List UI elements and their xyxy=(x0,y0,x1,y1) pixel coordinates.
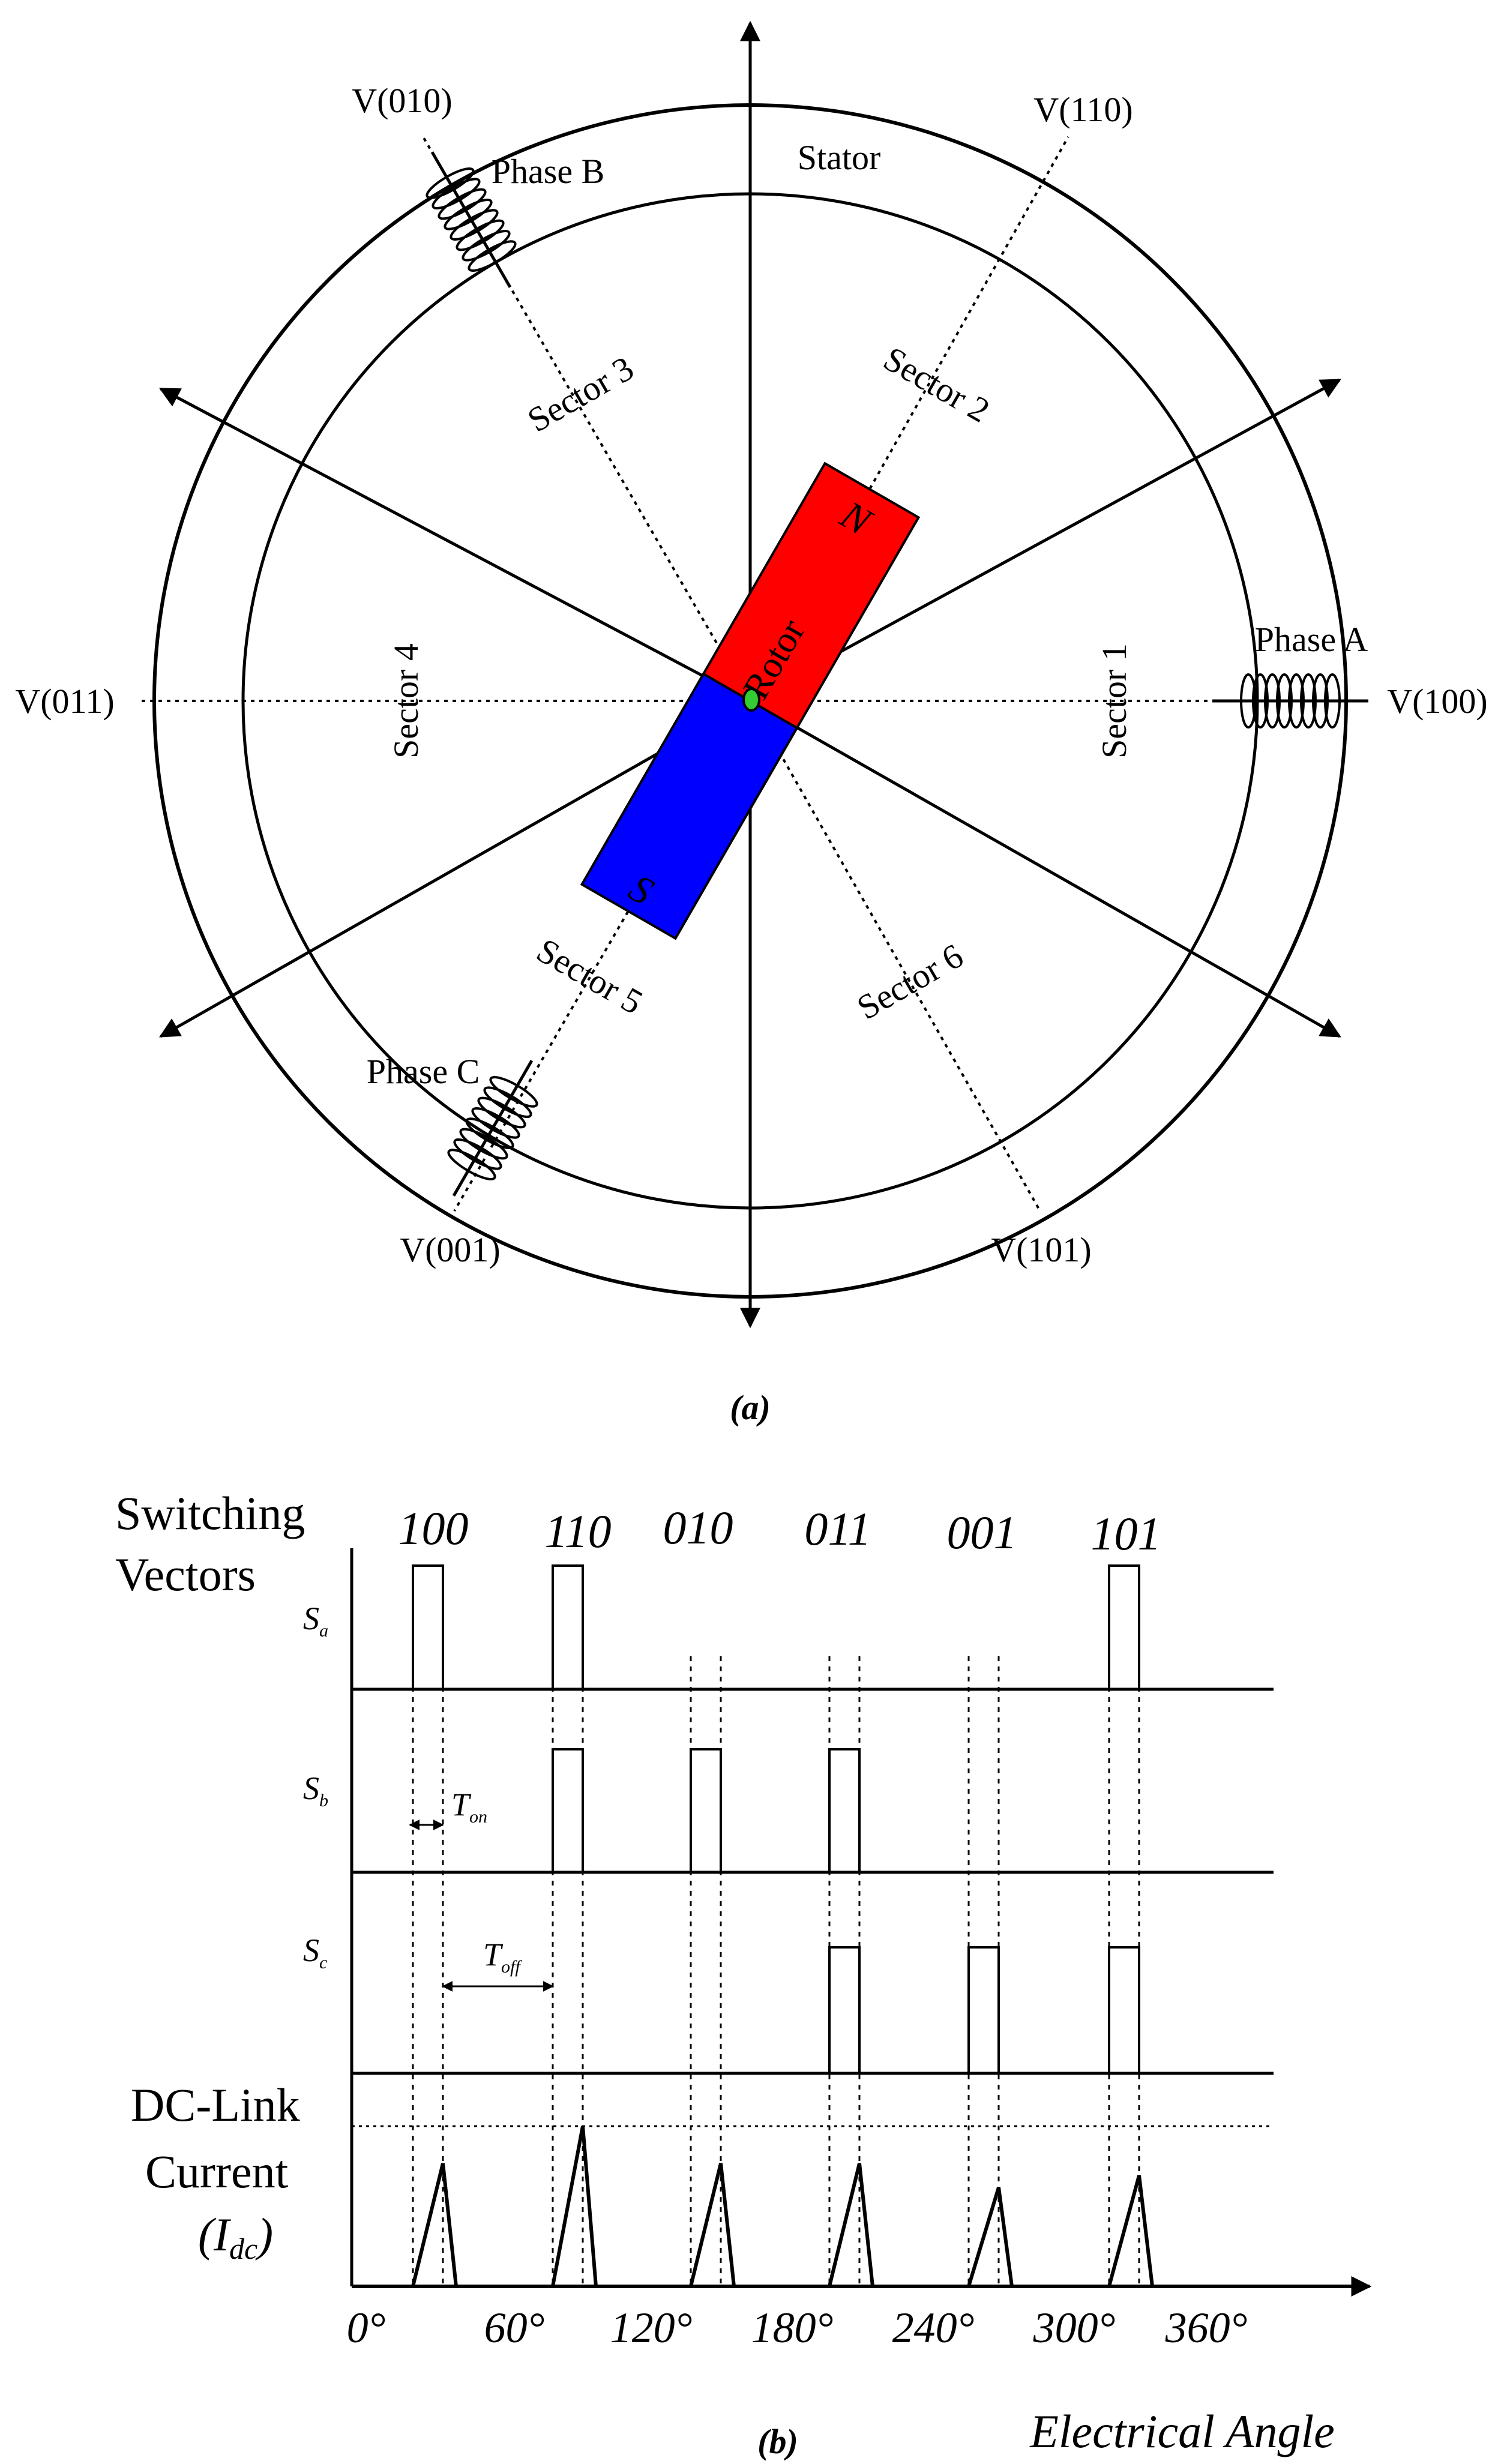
sb-pulse xyxy=(690,1748,722,1872)
vector-label-110: V(110) xyxy=(1033,90,1133,129)
dc-link-current-pulses xyxy=(411,2126,1154,2287)
phase-b-coil xyxy=(426,151,517,288)
angle-tick-label: 300° xyxy=(1033,2304,1116,2352)
sb-pulse xyxy=(828,1748,861,1872)
vector-code-labels: 100 110 010 011 001 101 xyxy=(399,1501,1161,1560)
sector-6-label: Sector 6 xyxy=(850,936,969,1027)
electrical-angle-label: Electrical Angle xyxy=(1029,2405,1335,2457)
sb-pulse xyxy=(552,1748,584,1872)
rotor-north-pole xyxy=(702,461,921,730)
dc-link-label-line2: Current xyxy=(145,2145,289,2198)
rotor-magnet: N S Rotor xyxy=(580,461,921,940)
sa-pulse xyxy=(1108,1564,1140,1689)
caption-a: (a) xyxy=(730,1388,771,1427)
angle-tick-label: 360° xyxy=(1165,2304,1248,2352)
sa-pulse xyxy=(412,1564,444,1689)
sector-2-label: Sector 2 xyxy=(877,339,996,430)
dc-link-label-line3: (Idc) xyxy=(198,2208,273,2265)
vector-line-101 xyxy=(749,700,1041,1212)
vector-label-001: V(001) xyxy=(400,1230,501,1269)
sector-5-label: Sector 5 xyxy=(531,931,649,1022)
angle-tick-label: 180° xyxy=(751,2304,834,2352)
angle-tick-label: 120° xyxy=(610,2304,693,2352)
dc-current-pulse xyxy=(411,2163,458,2287)
sector-4-label: Sector 4 xyxy=(387,643,426,759)
ton-label: Ton xyxy=(451,1786,487,1827)
axis-arrow-lower-left xyxy=(159,699,751,1038)
rotor-pivot xyxy=(742,688,760,712)
vector-code-label: 011 xyxy=(804,1503,871,1555)
angle-tick-label: 240° xyxy=(892,2304,975,2352)
axis-arrow-upper-left xyxy=(158,387,751,703)
vector-code-label: 010 xyxy=(663,1501,733,1554)
vector-code-label: 001 xyxy=(947,1506,1017,1558)
stator-label: Stator xyxy=(798,138,881,177)
dc-link-label-line1: DC-Link xyxy=(131,2079,300,2131)
switching-vectors-title-line1: Switching xyxy=(115,1487,305,1539)
switching-vectors-title-line2: Vectors xyxy=(115,1548,256,1600)
vector-label-100: V(100) xyxy=(1387,682,1488,721)
sc-pulse xyxy=(828,1946,861,2073)
vector-code-label: 101 xyxy=(1091,1507,1161,1560)
sc-pulse xyxy=(967,1946,1000,2073)
vector-label-101: V(101) xyxy=(991,1230,1092,1269)
dc-current-pulse xyxy=(689,2163,736,2287)
vector-label-011: V(011) xyxy=(15,682,114,721)
phase-b-label: Phase B xyxy=(492,152,605,191)
toff-label: Toff xyxy=(483,1937,522,1977)
sector-3-label: Sector 3 xyxy=(521,349,640,440)
sb-label: Sb xyxy=(303,1770,328,1810)
caption-b: (b) xyxy=(757,2422,798,2461)
sc-label: Sc xyxy=(303,1932,327,1973)
motor-diagram: N S Rotor Stator Phase A Phase B Phase C… xyxy=(15,20,1488,1427)
vector-code-label: 100 xyxy=(399,1502,469,1554)
rotor-south-pole xyxy=(580,672,799,940)
dc-current-pulse xyxy=(967,2187,1014,2287)
phase-a-label: Phase A xyxy=(1255,620,1368,659)
phase-a-coil xyxy=(1212,673,1368,729)
phase-c-label: Phase C xyxy=(367,1052,480,1091)
axis-arrow-lower-right xyxy=(749,699,1341,1038)
vector-code-label: 110 xyxy=(544,1505,611,1557)
sa-label: Sa xyxy=(303,1600,328,1641)
dc-current-pulse xyxy=(1107,2175,1154,2287)
vector-line-110 xyxy=(749,136,1069,702)
vector-label-010: V(010) xyxy=(352,81,453,120)
dc-current-pulse xyxy=(551,2126,598,2287)
dc-current-pulse xyxy=(828,2163,874,2287)
phase-c-coil xyxy=(447,1060,538,1197)
axis-arrow-upper-right xyxy=(749,378,1341,703)
sc-pulse xyxy=(1108,1946,1140,2073)
vector-line-001 xyxy=(453,700,751,1212)
angle-tick-label: 0° xyxy=(347,2304,386,2352)
sector-1-label: Sector 1 xyxy=(1095,643,1134,759)
sa-pulse xyxy=(552,1564,584,1689)
angle-tick-label: 60° xyxy=(484,2304,545,2352)
timing-guides xyxy=(412,1656,1140,2286)
switching-pulses xyxy=(412,1564,1140,2073)
angle-tick-labels: 0° 60° 120° 180° 240° 300° 360° xyxy=(347,2304,1248,2352)
switching-timing-diagram: Switching Vectors 100 110 010 011 001 10… xyxy=(115,1487,1372,2461)
